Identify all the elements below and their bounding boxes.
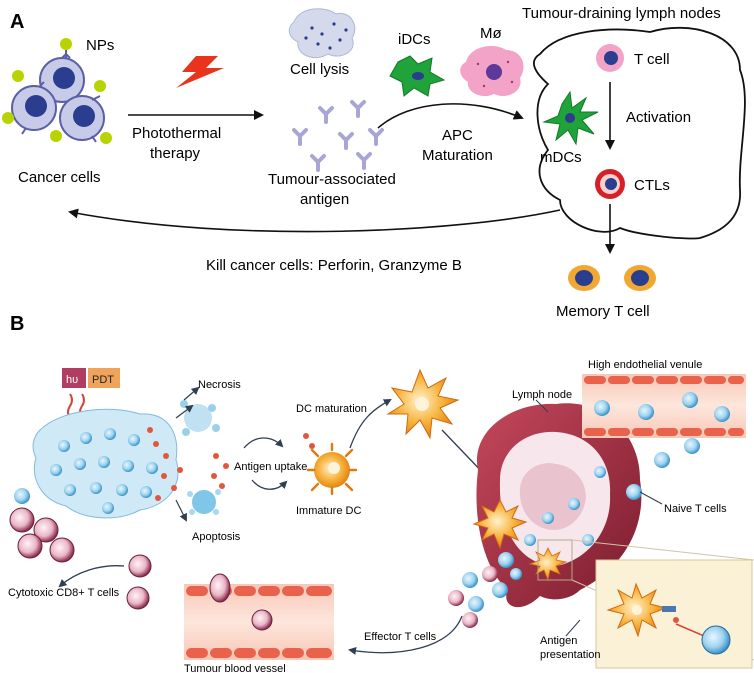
- t-cell-nucleus: [604, 51, 618, 65]
- photothermal-line2: therapy: [150, 145, 201, 162]
- pdt-label: PDT: [92, 374, 114, 386]
- immature-dc-label: Immature DC: [296, 505, 361, 517]
- naive-t-cell: [684, 438, 700, 454]
- cancer-cell: [59, 95, 105, 141]
- effector-arrow: [348, 615, 463, 655]
- memory-t-cell-icon: [568, 265, 600, 291]
- uptake-arrow-bottom: [251, 479, 288, 490]
- necrosis-icon: [180, 400, 220, 436]
- naive-leader: [639, 491, 663, 505]
- antigen-uptake-label: Antigen uptake: [234, 461, 307, 473]
- panel-b-letter: B: [10, 313, 24, 335]
- nanoparticle: [12, 70, 24, 82]
- necrosis-label-arrow: [183, 386, 200, 401]
- antigen-cluster: [292, 100, 384, 172]
- lymph-nodes-label: Tumour-draining lymph nodes: [522, 5, 721, 22]
- photothermal-line1: Photothermal: [132, 125, 221, 142]
- necrosis-label: Necrosis: [198, 379, 241, 391]
- panel-a-letter: A: [10, 11, 24, 33]
- activation-label: Activation: [626, 109, 691, 126]
- apc-line1: APC: [442, 127, 473, 144]
- apoptosis-icon: [187, 489, 221, 515]
- lymph-node-label: Lymph node: [512, 389, 572, 401]
- apoptosis-label: Apoptosis: [192, 531, 241, 543]
- mature-dc-icon: [386, 368, 460, 440]
- hv-badge: [62, 368, 86, 388]
- kill-arrow: [68, 208, 561, 233]
- nanoparticle: [94, 80, 106, 92]
- idc-nucleus: [412, 72, 424, 80]
- cytotoxic-label: Cytotoxic CD8+ T cells: [8, 587, 120, 599]
- memory-t-cell-icon: [624, 265, 656, 291]
- lightning-icon: [176, 56, 224, 88]
- node-dc-icon: [472, 498, 528, 550]
- mdc-nucleus: [565, 113, 575, 123]
- lymph-node-outline: [533, 26, 746, 240]
- tumour-blood-vessel: [184, 573, 334, 660]
- kill-label: Kill cancer cells: Perforin, Granzyme B: [206, 257, 462, 274]
- naive-t-cell: [654, 452, 670, 468]
- dc-maturation-label: DC maturation: [296, 403, 367, 415]
- naive-label: Naive T cells: [664, 503, 727, 515]
- cytotoxic-t-cell: [128, 554, 152, 578]
- antigen-presentation-inset: [571, 539, 754, 669]
- cancer-cell: [11, 85, 57, 131]
- cancer-cell: [39, 57, 85, 103]
- ctls-label: CTLs: [634, 177, 670, 194]
- lymph-node-icon: [476, 403, 642, 608]
- antigen-presentation-leader: [565, 619, 581, 637]
- apoptosis-arrow: [175, 499, 187, 522]
- nps-label: NPs: [86, 37, 114, 54]
- macrophage-label: Mø: [480, 25, 502, 42]
- immature-dc-icon: [306, 442, 358, 496]
- nanoparticle: [100, 132, 112, 144]
- antigen-dots: [211, 433, 315, 489]
- idcs-label: iDCs: [398, 31, 431, 48]
- blood-vessel-label: Tumour blood vessel: [184, 663, 286, 673]
- lysed-cell-icon: [288, 8, 356, 58]
- pdt-badge: [88, 368, 120, 388]
- antigen-presentation-line1: Antigen: [540, 635, 577, 647]
- tumour-tissue: [32, 408, 183, 519]
- naive-t-cell: [626, 484, 642, 500]
- zoom-box: [537, 539, 573, 581]
- nanoparticle: [50, 130, 62, 142]
- cytotoxic-t-cell: [126, 586, 150, 610]
- necrosis-arrow: [175, 404, 194, 419]
- macrophage-icon: [460, 46, 524, 97]
- t-cell-label: T cell: [634, 51, 670, 68]
- cytotoxic-arrow: [58, 565, 125, 588]
- mdcs-label: mDCs: [540, 149, 582, 166]
- tumour-antigen-line2: antigen: [300, 191, 349, 208]
- uptake-arrow-top: [243, 437, 284, 449]
- node-t-cells: [510, 466, 606, 580]
- effector-label: Effector T cells: [364, 631, 437, 643]
- cancer-cells-label: Cancer cells: [18, 169, 101, 186]
- lymph-node-leader: [535, 399, 549, 413]
- hv-label: hυ: [66, 374, 78, 386]
- cancer-cell-cluster: [2, 38, 112, 144]
- cell-lysis-label: Cell lysis: [290, 61, 349, 78]
- tumour-antigen-line1: Tumour-associated: [268, 171, 396, 188]
- apc-arrow: [377, 103, 524, 129]
- antigen-presentation-line2: presentation: [540, 649, 601, 661]
- apc-line2: Maturation: [422, 147, 493, 164]
- nanoparticle: [60, 38, 72, 50]
- nanoparticle: [2, 112, 14, 124]
- dc-maturation-arrow: [349, 399, 392, 449]
- cytotoxic-cell-cluster: [9, 488, 75, 563]
- hev-label: High endothelial venule: [588, 359, 702, 371]
- hev-vessel: [582, 374, 746, 438]
- effector-t-cells: [448, 552, 514, 628]
- memory-label: Memory T cell: [556, 303, 650, 320]
